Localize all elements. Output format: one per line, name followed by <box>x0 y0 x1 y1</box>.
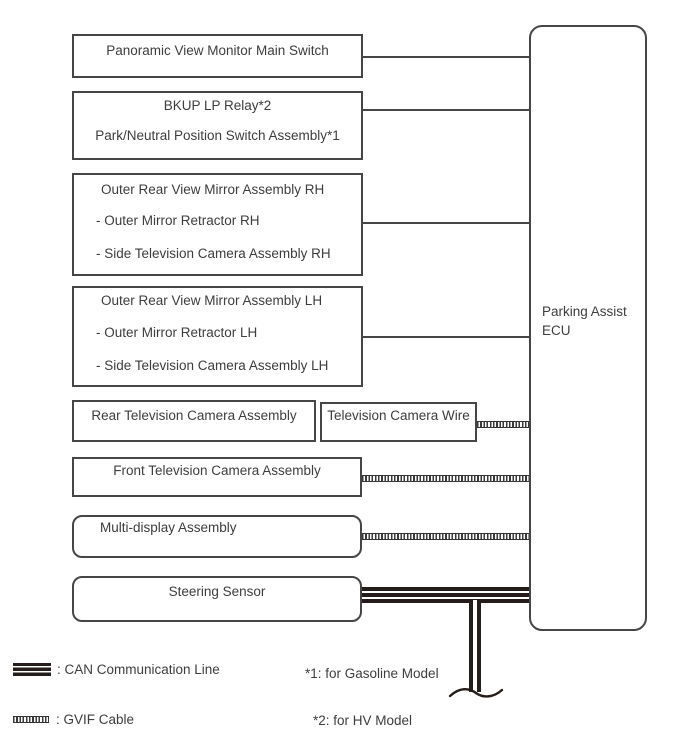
component-box-front-television-camera: Front Television Camera Assembly <box>72 457 362 497</box>
component-label: Front Television Camera Assembly <box>113 463 321 478</box>
gvif-cable-line-multi-display <box>362 533 529 540</box>
footnote-gasoline-model: *1: for Gasoline Model <box>305 666 439 681</box>
connector-line-panoramic-switch <box>363 56 529 58</box>
connector-line-mirror-rh <box>363 222 529 224</box>
gvif-cable-line-rear-camera <box>477 421 529 428</box>
component-label: Steering Sensor <box>168 584 266 599</box>
ecu-label: Parking Assist ECU <box>542 302 645 340</box>
component-box-rear-television-camera: Rear Television Camera Assembly <box>72 400 316 442</box>
can-line-legend-label: : CAN Communication Line <box>57 662 220 677</box>
component-label: - Outer Mirror Retractor RH <box>96 213 260 228</box>
ecu-label-line1: Parking Assist <box>542 304 627 319</box>
can-line-horizontal <box>362 587 529 603</box>
component-label: Television Camera Wire <box>327 408 470 423</box>
component-label: - Side Television Camera Assembly RH <box>96 246 331 261</box>
component-label: Outer Rear View Mirror Assembly RH <box>101 182 325 197</box>
gvif-cable-legend-symbol <box>13 716 49 723</box>
component-label: BKUP LP Relay*2 <box>163 98 272 113</box>
component-box-panoramic-view-monitor-main-switch: Panoramic View Monitor Main Switch <box>72 34 363 78</box>
component-label: Park/Neutral Position Switch Assembly*1 <box>95 128 340 143</box>
component-label: - Side Television Camera Assembly LH <box>96 358 329 373</box>
can-line-break-squiggle <box>448 688 504 698</box>
component-label: Outer Rear View Mirror Assembly LH <box>101 293 323 308</box>
component-box-outer-mirror-rh: Outer Rear View Mirror Assembly RH - Out… <box>72 173 363 276</box>
component-box-bkup-lp-relay: BKUP LP Relay*2 Park/Neutral Position Sw… <box>72 91 363 160</box>
component-label: Rear Television Camera Assembly <box>91 408 297 423</box>
ecu-label-line2: ECU <box>542 323 571 338</box>
connector-line-mirror-lh <box>363 336 529 338</box>
connector-line-bkup-relay <box>363 109 529 111</box>
component-box-parking-assist-ecu: Parking Assist ECU <box>529 25 647 631</box>
component-box-multi-display: Multi-display Assembly <box>72 515 362 558</box>
component-box-television-camera-wire: Television Camera Wire <box>320 402 477 442</box>
component-box-steering-sensor: Steering Sensor <box>72 576 362 622</box>
gvif-cable-legend-label: : GVIF Cable <box>56 712 135 727</box>
can-line-vertical-branch <box>469 600 481 692</box>
gvif-cable-line-front-camera <box>362 475 529 482</box>
component-box-outer-mirror-lh: Outer Rear View Mirror Assembly LH - Out… <box>72 286 363 387</box>
component-label: Multi-display Assembly <box>100 520 237 535</box>
component-label: - Outer Mirror Retractor LH <box>96 325 258 340</box>
component-label: Panoramic View Monitor Main Switch <box>106 43 329 58</box>
footnote-hv-model: *2: for HV Model <box>313 713 413 728</box>
can-line-legend-symbol <box>13 663 51 676</box>
